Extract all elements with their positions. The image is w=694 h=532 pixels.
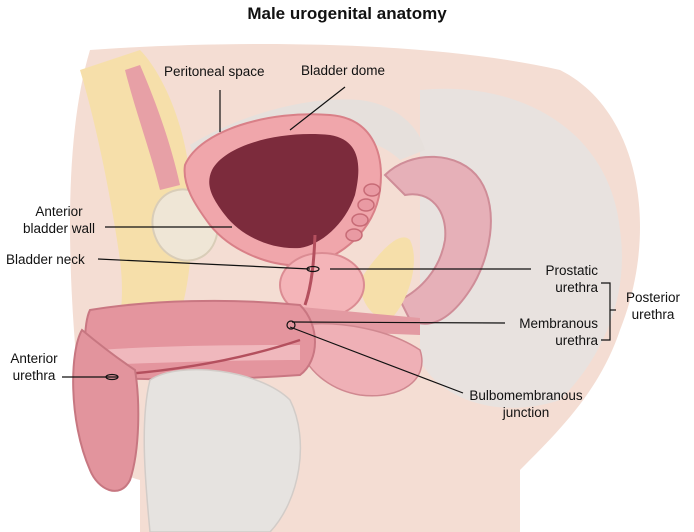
- markers: [105, 265, 320, 381]
- rectum-fat: [360, 237, 414, 320]
- glans: [72, 328, 140, 492]
- leader-lines: [62, 86, 616, 394]
- label-bladder-neck: Bladder neck: [6, 252, 85, 267]
- label-anterior-bladder-wall-line1: Anterior: [35, 204, 83, 219]
- seminal-vesicle: [345, 183, 381, 242]
- diagram-title: Male urogenital anatomy: [247, 4, 447, 23]
- rectum: [383, 155, 492, 325]
- label-bulbomembranous-junction: Bulbomembranous junction: [458, 387, 594, 421]
- label-bladder-dome: Bladder dome: [301, 63, 386, 78]
- label-anterior-urethra-line2: urethra: [12, 368, 56, 383]
- label-prostatic-urethra: Prostatic urethra: [520, 262, 598, 296]
- label-posterior-urethra-line1: Posterior: [625, 290, 681, 305]
- label-anterior-urethra-line1: Anterior: [10, 351, 58, 366]
- label-anterior-urethra: Anterior urethra: [4, 350, 64, 384]
- peritoneum: [190, 99, 425, 175]
- label-prostatic-urethra-line1: Prostatic: [545, 263, 598, 278]
- label-anterior-bladder-wall-line2: bladder wall: [22, 221, 96, 236]
- label-anterior-bladder-wall: Anterior bladder wall: [14, 203, 104, 237]
- corpus-spongiosum: [100, 345, 300, 365]
- label-posterior-urethra-line2: urethra: [631, 307, 675, 322]
- bulb-of-penis: [299, 322, 423, 397]
- label-posterior-urethra: Posterior urethra: [618, 289, 688, 323]
- label-prostatic-urethra-line2: urethra: [555, 280, 598, 295]
- label-bulbomembranous-junction-line2: junction: [502, 405, 550, 420]
- scrotum: [143, 368, 302, 532]
- label-membranous-urethra-line1: Membranous: [519, 316, 598, 331]
- bladder-lumen: [209, 134, 359, 249]
- label-bulbomembranous-junction-line1: Bulbomembranous: [469, 388, 583, 403]
- label-membranous-urethra-line2: urethra: [555, 333, 598, 348]
- abdominal-fat: [80, 50, 192, 350]
- label-membranous-urethra: Membranous urethra: [500, 315, 598, 349]
- rectus-muscle: [125, 65, 180, 190]
- label-peritoneal-space: Peritoneal space: [164, 64, 265, 79]
